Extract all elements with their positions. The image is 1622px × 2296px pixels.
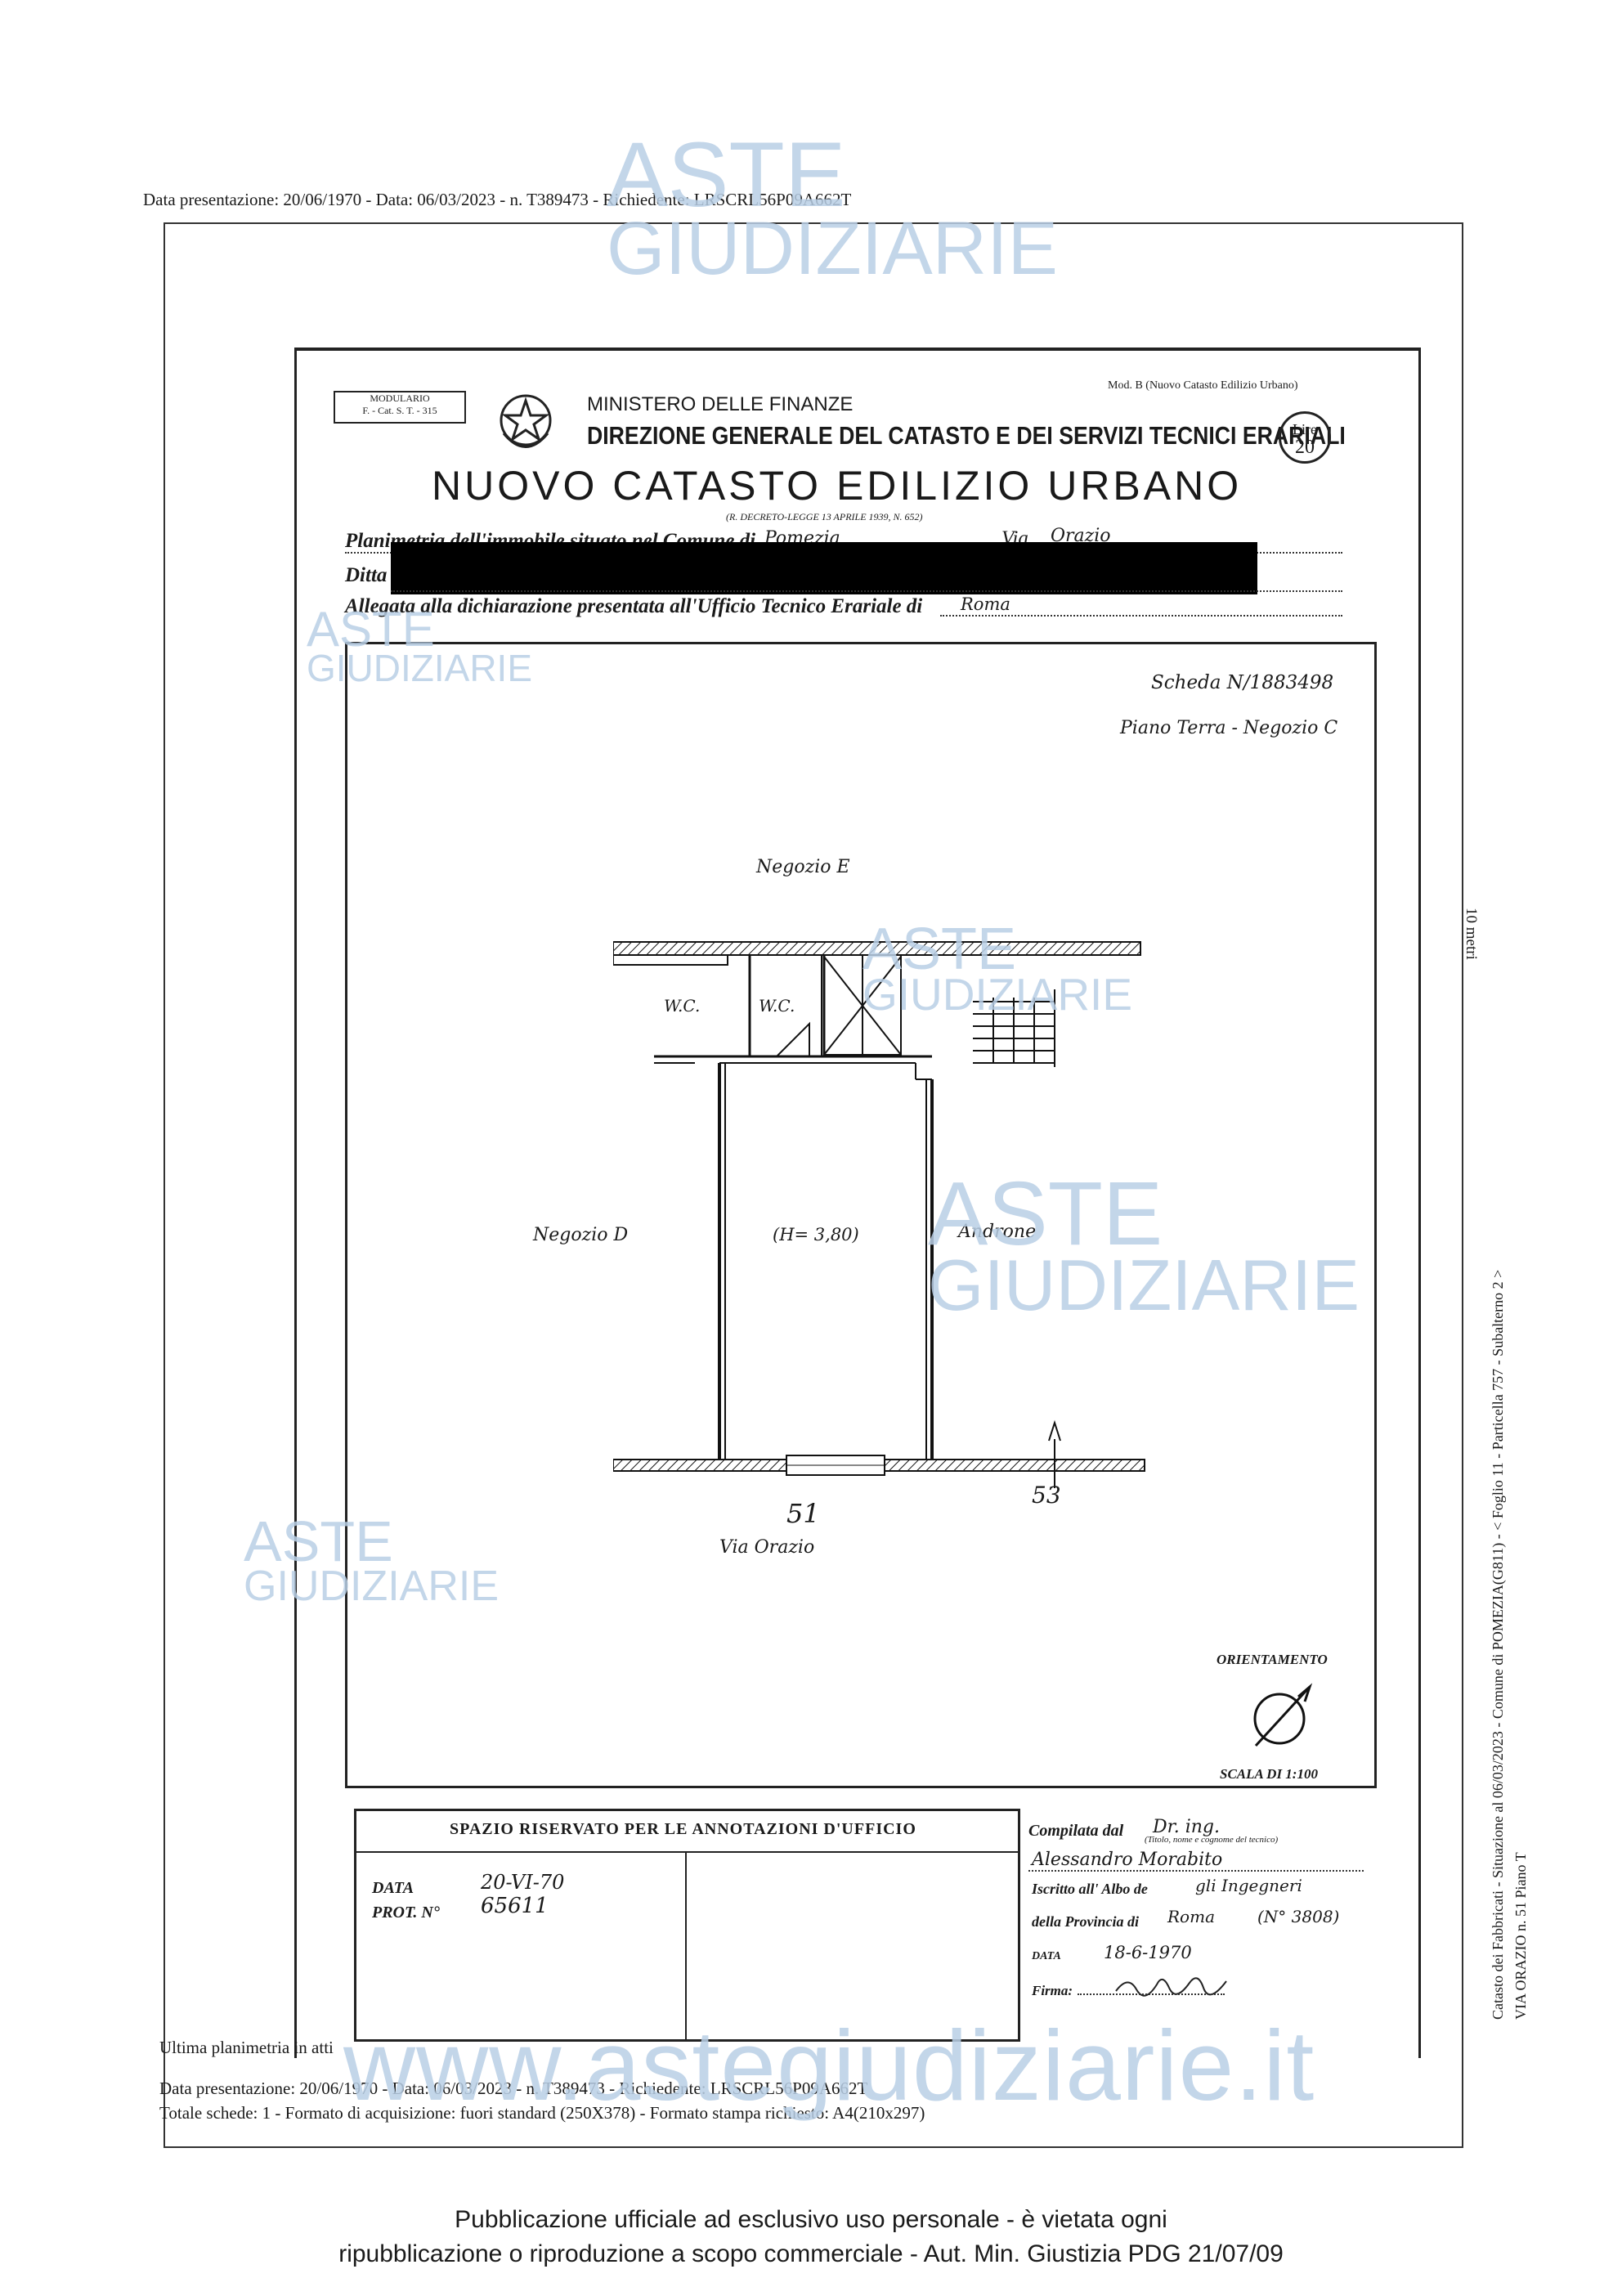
modulario-box: MODULARIO F. - Cat. S. T. - 315 <box>334 391 466 424</box>
compass-icon <box>1253 1683 1313 1747</box>
modulario-label: MODULARIO <box>370 392 430 404</box>
bottom-metadata-1: Data presentazione: 20/06/1970 - Data: 0… <box>159 2079 868 2098</box>
iscritto-label: Iscritto all' Albo de <box>1032 1881 1148 1897</box>
ufficio-value: Roma <box>961 594 1010 614</box>
civic-number-53: 53 <box>1032 1482 1061 1509</box>
office-data-value: 20-VI-70 <box>481 1871 565 1894</box>
watermark-right: ASTE GIUDIZIARIE <box>928 1164 1360 1325</box>
decreto: (R. DECRETO-LEGGE 13 APRILE 1939, N. 652… <box>726 511 923 522</box>
watermark-top: ASTE GIUDIZIARIE <box>607 123 1059 290</box>
ministero: MINISTERO DELLE FINANZE <box>587 393 854 415</box>
signature-icon <box>1115 1977 1227 1997</box>
compiler-title: Dr. ing. <box>1153 1817 1221 1837</box>
form-frame <box>294 348 1421 2058</box>
plan-area <box>345 642 1377 1788</box>
side-catasto-line: Catasto dei Fabbricati - Situazione al 0… <box>1490 1269 1506 2020</box>
albo-value: gli Ingegneri <box>1195 1876 1302 1895</box>
outer-frame <box>164 222 1463 2148</box>
ditta-redaction <box>391 542 1257 594</box>
footer-line-2: ripubblicazione o riproduzione a scopo c… <box>338 2240 1284 2267</box>
civic-number-51: 51 <box>786 1498 820 1529</box>
provincia-label: della Provincia di <box>1032 1913 1139 1930</box>
direzione: DIREZIONE GENERALE DEL CATASTO E DEI SER… <box>587 421 1346 450</box>
watermark-site: www.astegiudiziarie.it <box>343 2010 1315 2121</box>
compiler-data-label: DATA <box>1032 1950 1061 1962</box>
office-prot-value: 65611 <box>481 1894 549 1918</box>
negozio-d-label: Negozio D <box>533 1225 629 1245</box>
watermark-left-bottom: ASTE GIUDIZIARIE <box>244 1509 500 1610</box>
provincia-value: Roma <box>1167 1907 1215 1926</box>
via-orazio-label: Via Orazio <box>719 1537 815 1558</box>
compiler-title-note: (Titolo, nome e cognome del tecnico) <box>1145 1835 1279 1845</box>
lire-badge: Lire 20 <box>1279 411 1331 464</box>
iscrizione-value: (N° 3808) <box>1257 1907 1340 1926</box>
wc2-label: W.C. <box>759 996 795 1016</box>
footer-line-1: Pubblicazione ufficiale ad esclusivo uso… <box>455 2206 1167 2233</box>
modulario-code: F. - Cat. S. T. - 315 <box>362 405 437 416</box>
side-scale-wrapper: 10 metri <box>1463 908 1504 1006</box>
office-data-label: DATA <box>372 1879 414 1897</box>
lire-label: Lire <box>1293 421 1317 437</box>
office-box <box>354 1809 1020 2042</box>
compilata-label: Compilata dal <box>1028 1822 1124 1840</box>
form-title: NUOVO CATASTO EDILIZIO URBANO <box>432 463 1243 509</box>
allegata-label: Allegata alla dichiarazione presentata a… <box>345 595 923 617</box>
lire-value: 20 <box>1295 437 1315 458</box>
office-prot-label: PROT. N° <box>372 1904 440 1922</box>
floor-plan-drawing <box>613 941 1145 1488</box>
top-metadata: Data presentazione: 20/06/1970 - Data: 0… <box>143 190 852 209</box>
wc1-label: W.C. <box>664 996 701 1016</box>
compiler-data-value: 18-6-1970 <box>1104 1943 1192 1962</box>
negozio-e-label: Negozio E <box>756 857 850 877</box>
side-address-line: VIA ORAZIO n. 51 Piano T <box>1512 1852 1529 2020</box>
mod-label: Mod. B (Nuovo Catasto Edilizio Urbano) <box>1108 379 1298 392</box>
scheda-number: Scheda N/1883498 <box>1151 672 1334 693</box>
emblem-icon <box>500 394 552 448</box>
ditta-label: Ditta <box>345 564 388 586</box>
androne-label: Androne <box>958 1222 1037 1242</box>
watermark-center: ASTE GIUDIZIARIE <box>863 917 1133 1020</box>
bottom-metadata-2: Totale schede: 1 - Formato di acquisizio… <box>159 2103 925 2123</box>
firma-label: Firma: <box>1032 1983 1073 1998</box>
ultima-planimetria: Ultima planimetria in atti <box>159 2038 334 2057</box>
orientamento-label: ORIENTAMENTO <box>1216 1652 1328 1667</box>
office-title: SPAZIO RISERVATO PER LE ANNOTAZIONI D'UF… <box>450 1820 916 1838</box>
compiler-name: Alessandro Morabito <box>1032 1850 1223 1870</box>
side-scale: 10 metri <box>1463 908 1480 960</box>
watermark-left-top: ASTE GIUDIZIARIE <box>307 602 533 689</box>
height-label: (H= 3,80) <box>773 1225 859 1244</box>
piano-label: Piano Terra - Negozio C <box>1120 718 1338 738</box>
scala-label: SCALA DI 1:100 <box>1220 1766 1318 1782</box>
